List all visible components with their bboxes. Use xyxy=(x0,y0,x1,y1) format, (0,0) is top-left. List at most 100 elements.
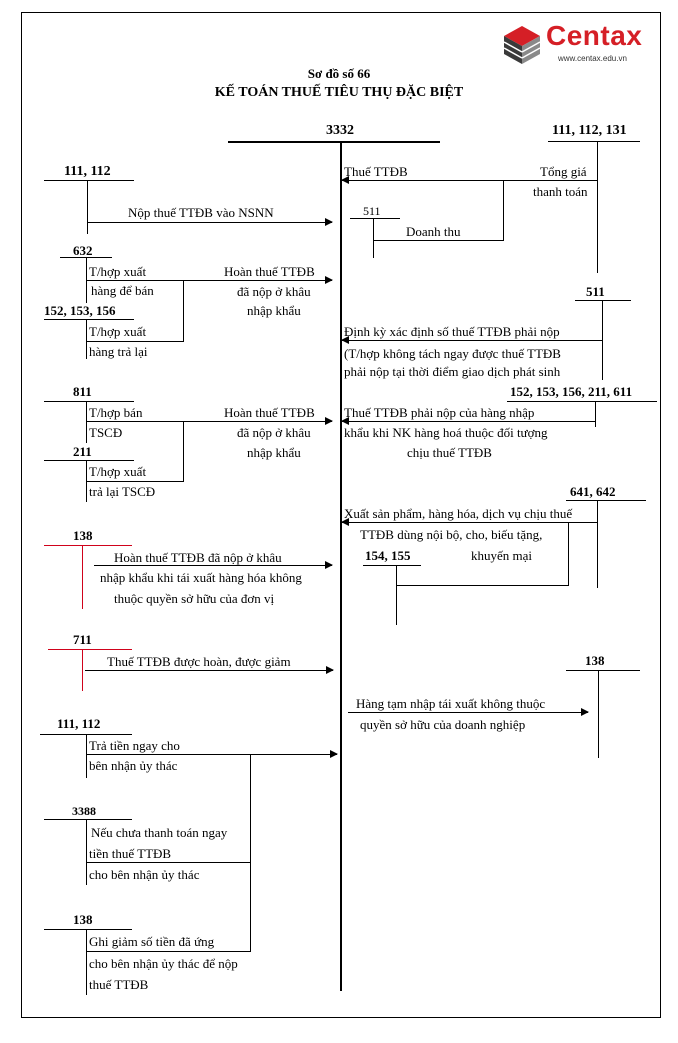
account-632: 632 xyxy=(73,243,93,258)
arrow-tai-xuat xyxy=(94,561,333,569)
account-111-112-top-line xyxy=(44,180,134,181)
label-th-xuat-tscd: T/hợp xuất xyxy=(89,464,147,479)
connector-uy-thac xyxy=(250,754,251,952)
account-154-155-line xyxy=(363,565,421,566)
account-111-112-bottom-stem xyxy=(86,734,87,778)
diagram-frame xyxy=(21,12,661,1018)
account-3332: 3332 xyxy=(326,123,354,138)
account-111-112-bottom: 111, 112 xyxy=(57,716,101,731)
connector-hoan-2 xyxy=(183,421,184,481)
label-ghi-giam-3: thuế TTĐB xyxy=(89,977,149,992)
label-nk-2: khẩu khi NK hàng hoá thuộc đối tượng xyxy=(344,425,548,440)
label-tscd: TSCĐ xyxy=(89,425,123,440)
arrow-dinh-ky xyxy=(341,336,602,344)
arrow-hoan-1 xyxy=(87,276,333,284)
label-nk-3: chịu thuế TTĐB xyxy=(407,445,492,460)
label-nk-1: Thuế TTĐB phải nộp của hàng nhập xyxy=(344,405,535,420)
account-138-right-stem xyxy=(598,670,599,758)
account-111-112-131-line xyxy=(548,141,640,142)
label-dinh-ky-1: Định kỳ xác định số thuế TTĐB phải nộp xyxy=(344,324,560,339)
account-511-small-line xyxy=(350,218,400,219)
label-thue-ttdb: Thuế TTĐB xyxy=(344,164,408,179)
account-138-left-stem xyxy=(82,545,83,609)
label-nop-thue: Nộp thuế TTĐB vào NSNN xyxy=(128,205,274,220)
arrow-xuat-sp xyxy=(341,518,597,526)
account-511-small: 511 xyxy=(363,204,381,218)
account-641-642-line xyxy=(566,500,646,501)
label-dinh-ky-2: (T/hợp không tách ngay được thuế TTĐB xyxy=(344,346,561,361)
label-th-ban: T/hợp bán xyxy=(89,405,143,420)
account-138-left-line xyxy=(44,545,132,546)
account-711-stem xyxy=(82,649,83,691)
label-th-xuat-tra: T/hợp xuất xyxy=(89,324,147,339)
label-hang-de-ban: hàng để bán xyxy=(91,283,154,298)
account-152-611-stem xyxy=(595,401,596,427)
account-111-112-131-stem xyxy=(597,141,598,273)
label-hoan-1c: nhập khẩu xyxy=(247,303,301,318)
arrow-tra-tien xyxy=(87,750,338,758)
account-111-112-top: 111, 112 xyxy=(64,164,111,179)
arrow-tam-nhap xyxy=(348,708,589,716)
arrow-nk xyxy=(341,417,596,425)
connector-tong-gia xyxy=(503,180,504,240)
label-duoc-hoan: Thuế TTĐB được hoàn, được giảm xyxy=(107,654,291,669)
line-tra-lai-tscd xyxy=(87,481,184,482)
label-tai-xuat-1: Hoàn thuế TTĐB đã nộp ở khâu xyxy=(114,550,282,565)
account-641-642-stem xyxy=(597,500,598,588)
account-138-bottom: 138 xyxy=(73,912,93,927)
label-ghi-giam-2: cho bên nhận ủy thác để nộp xyxy=(89,956,238,971)
label-doanh-thu: Doanh thu xyxy=(406,224,461,239)
line-ghi-giam xyxy=(87,951,251,952)
account-511-right-stem xyxy=(602,300,603,380)
account-138-left: 138 xyxy=(73,528,93,543)
account-152-153-156-line xyxy=(44,319,134,320)
label-hoan-2c: nhập khẩu xyxy=(247,445,301,460)
account-3388-line xyxy=(44,819,132,820)
label-tra-tien-1: Trả tiền ngay cho xyxy=(89,738,180,753)
account-138-right-line xyxy=(566,670,640,671)
connector-hoan-1 xyxy=(183,280,184,342)
label-hoan-1a: Hoàn thuế TTĐB xyxy=(224,264,315,279)
account-152-153-156: 152, 153, 156 xyxy=(44,303,116,318)
label-tai-xuat-2: nhập khẩu khi tái xuất hàng hóa không xyxy=(100,570,302,585)
label-ghi-giam-1: Ghi giảm số tiền đã ứng xyxy=(89,934,215,949)
label-xuat-sp-1: Xuất sản phẩm, hàng hóa, dịch vụ chịu th… xyxy=(344,506,573,521)
label-hoan-1b: đã nộp ở khâu xyxy=(237,284,311,299)
cube-icon xyxy=(503,26,541,64)
account-811-line xyxy=(44,401,134,402)
account-3332-top-line xyxy=(228,141,440,143)
account-711: 711 xyxy=(73,632,92,647)
account-111-112-top-stem xyxy=(87,180,88,234)
arrow-hoan-2 xyxy=(87,417,333,425)
label-tong-gia: Tổng giá xyxy=(540,164,587,179)
line-chua-tt xyxy=(87,862,251,863)
arrow-thue-ttdb xyxy=(341,176,597,184)
account-511-small-stem xyxy=(373,218,374,258)
arrow-duoc-hoan xyxy=(85,666,334,674)
account-138-right: 138 xyxy=(585,653,605,668)
account-111-112-131: 111, 112, 131 xyxy=(552,123,627,138)
account-154-155: 154, 155 xyxy=(365,548,411,563)
account-811: 811 xyxy=(73,384,92,399)
account-211-stem xyxy=(86,460,87,502)
label-tai-xuat-3: thuộc quyền sở hữu của đơn vị xyxy=(114,591,275,606)
label-tra-tien-2: bên nhận ủy thác xyxy=(89,758,178,773)
label-tam-nhap-2: quyền sở hữu của doanh nghiệp xyxy=(360,717,526,732)
brand-url: www.centax.edu.vn xyxy=(558,54,627,63)
label-chua-tt-2: tiền thuế TTĐB xyxy=(89,846,172,861)
account-154-155-stem xyxy=(396,565,397,625)
arrow-nop-thue xyxy=(88,218,333,226)
label-xuat-sp-3: khuyến mại xyxy=(471,548,533,563)
account-511-right: 511 xyxy=(586,284,605,299)
line-154-155 xyxy=(397,585,569,586)
account-138-bottom-line xyxy=(44,929,132,930)
account-211: 211 xyxy=(73,444,92,459)
label-thanh-toan: thanh toán xyxy=(533,184,588,199)
centax-logo: Centax www.centax.edu.vn xyxy=(500,20,655,70)
diagram-number: Sơ đồ số 66 xyxy=(307,66,371,81)
label-th-xuat-ban: T/hợp xuất xyxy=(89,264,147,279)
account-152-153-156-stem xyxy=(86,319,87,359)
account-511-right-line xyxy=(575,300,631,301)
account-152-611-line xyxy=(507,401,657,402)
account-138-bottom-stem xyxy=(86,929,87,995)
